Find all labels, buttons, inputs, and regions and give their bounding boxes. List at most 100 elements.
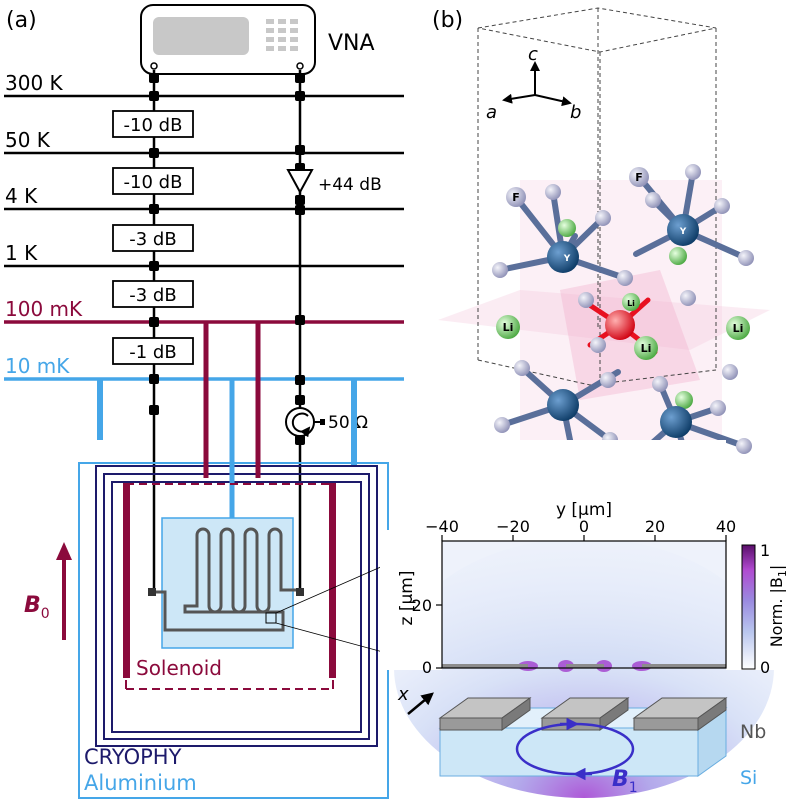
- aluminium-label: Aluminium: [84, 771, 197, 795]
- b1-label: B1: [612, 767, 638, 796]
- field-plot-xtick: −40: [425, 517, 459, 536]
- amplifier-gain: +44 dB: [318, 175, 382, 195]
- amplifier-icon: [286, 169, 314, 195]
- atom-f: [600, 372, 616, 388]
- stage-label: 1 K: [5, 241, 38, 265]
- field-plot-ytick: 0: [422, 658, 432, 677]
- atom-f: [590, 337, 606, 353]
- atom-label-f: F: [512, 191, 520, 204]
- axis-b-label: b: [570, 102, 581, 123]
- atom-f: [680, 290, 696, 306]
- atom-f: [492, 262, 508, 278]
- nb-label: Nb: [740, 721, 766, 743]
- atom-f: [738, 250, 754, 266]
- colorbar-tick-max: 1: [760, 541, 770, 560]
- stage-label: 4 K: [5, 184, 38, 208]
- field-plot-xlabel: y [μm]: [556, 500, 612, 520]
- connector-icon: [149, 405, 159, 415]
- stage-label: 300 K: [5, 71, 64, 95]
- atom-f: [545, 184, 561, 200]
- termination-label: 50 Ω: [328, 413, 368, 433]
- connector-icon: [149, 73, 159, 83]
- connector-icon: [149, 374, 159, 384]
- axis-a-label: a: [486, 102, 497, 123]
- connector-icon: [149, 317, 159, 327]
- attenuator-chain: -10 dB -10 dB -3 dB -3 dB -1 dB: [112, 110, 194, 365]
- keypad-icon: [266, 19, 298, 51]
- attenuator-box: [112, 110, 194, 138]
- connector-icon: [149, 261, 159, 271]
- atom-f: [645, 192, 661, 208]
- attenuator-box: [112, 337, 194, 365]
- axis-c-label: c: [528, 44, 538, 65]
- field-plot-ylabel: z [μm]: [397, 571, 417, 626]
- panel-a-label: (a): [6, 8, 37, 33]
- stage-label: 10 mK: [5, 354, 70, 378]
- atom-f: [710, 400, 726, 416]
- atom-label-li: Li: [503, 321, 514, 334]
- solenoid-label: Solenoid: [136, 656, 222, 680]
- vna-instrument: [140, 4, 316, 75]
- vna-label: VNA: [328, 31, 375, 56]
- stage-label: 50 K: [5, 128, 51, 152]
- atom-f: [595, 210, 611, 226]
- colorbar-label: Norm. |B1|: [767, 565, 789, 648]
- atom-label-y: Y: [679, 227, 687, 237]
- crystal-structure: F F Y Y Li Li Li Li: [438, 7, 770, 478]
- connector-icon: [295, 145, 305, 155]
- si-label: Si: [740, 767, 757, 789]
- atom-label-f: F: [635, 171, 643, 184]
- atom-label-li: Li: [641, 342, 652, 355]
- atom-f: [578, 292, 594, 308]
- thermal-anchors-100mk: [203, 322, 261, 478]
- connector-icon: [295, 375, 305, 385]
- connector-icon: [295, 91, 305, 101]
- cryophy-label: CRYOPHY: [84, 745, 182, 769]
- solenoid: [123, 483, 336, 690]
- field-plot-xtick: 20: [645, 517, 665, 536]
- attenuator-label: -1 dB: [129, 342, 176, 363]
- field-plot-xtick: 0: [579, 517, 589, 536]
- atom-f: [714, 198, 730, 214]
- attenuator-box: [112, 224, 194, 252]
- attenuator-label: -10 dB: [124, 172, 183, 193]
- connector-icon: [149, 91, 159, 101]
- attenuator-label: -10 dB: [124, 115, 183, 136]
- atom-f: [514, 360, 530, 376]
- connector-icon: [295, 315, 305, 325]
- connector-icon: [149, 204, 159, 214]
- panel-b-label: (b): [432, 8, 463, 33]
- field-plot-xtick: −20: [496, 517, 530, 536]
- connector-icon: [295, 435, 305, 445]
- atom-f: [685, 164, 701, 180]
- chip-3d: [407, 692, 728, 781]
- colorbar: [741, 544, 756, 670]
- connector-icon: [295, 73, 305, 83]
- atom-f: [617, 270, 633, 286]
- atom-label-li: Li: [627, 299, 635, 308]
- attenuator-label: -3 dB: [129, 285, 176, 306]
- field-plot: [380, 440, 786, 798]
- connector-icon: [295, 395, 305, 405]
- connector-icon: [295, 205, 305, 215]
- attenuator-box: [112, 167, 194, 195]
- attenuator-box: [112, 280, 194, 308]
- attenuator-label: -3 dB: [129, 229, 176, 250]
- chip-axis-label: x: [397, 684, 409, 705]
- field-plot-ytick: 20: [412, 596, 432, 615]
- cryophy-shield: [95, 465, 378, 747]
- b0-arrow-icon: [56, 542, 72, 640]
- stage-label: 100 mK: [5, 297, 83, 321]
- atom-f: [722, 364, 738, 380]
- sample-chip: [148, 517, 304, 649]
- atom-f: [736, 438, 752, 454]
- atom-label-y: Y: [563, 254, 571, 264]
- atom-f: [652, 376, 668, 392]
- connector-icon: [295, 195, 305, 205]
- colorbar-tick-min: 0: [760, 658, 770, 677]
- connector-icon: [149, 148, 159, 158]
- atom-f: [494, 417, 510, 433]
